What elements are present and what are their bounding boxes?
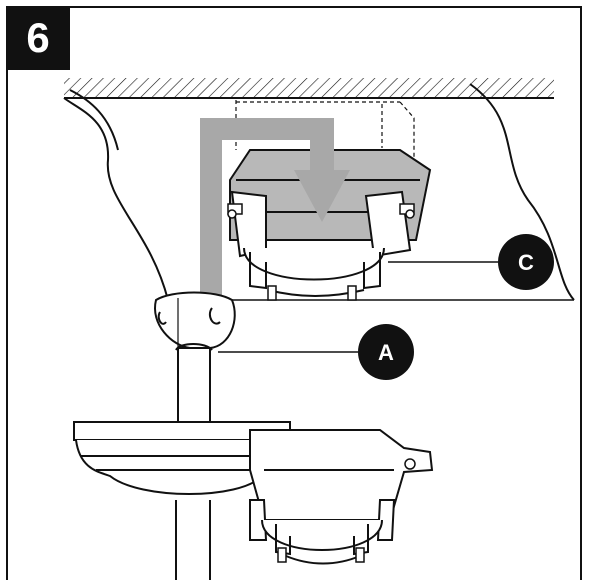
step-number-badge: 6: [6, 6, 70, 70]
callout-a-label: A: [378, 340, 394, 365]
canopy: [73, 421, 291, 580]
downrod-ball: [153, 291, 236, 349]
callout-c: C: [498, 234, 554, 290]
ceiling-hatch: [64, 78, 554, 98]
downrod: [175, 343, 213, 427]
install-direction-arrow: [200, 118, 350, 298]
figure-border: [6, 6, 582, 580]
lower-mount-bracket: [249, 429, 434, 565]
callout-a: A: [358, 324, 414, 380]
ceiling-outline: [63, 83, 575, 301]
upper-mount-screws: [227, 203, 415, 301]
lower-mount-screws: [277, 458, 416, 563]
callout-c-label: C: [518, 250, 534, 275]
